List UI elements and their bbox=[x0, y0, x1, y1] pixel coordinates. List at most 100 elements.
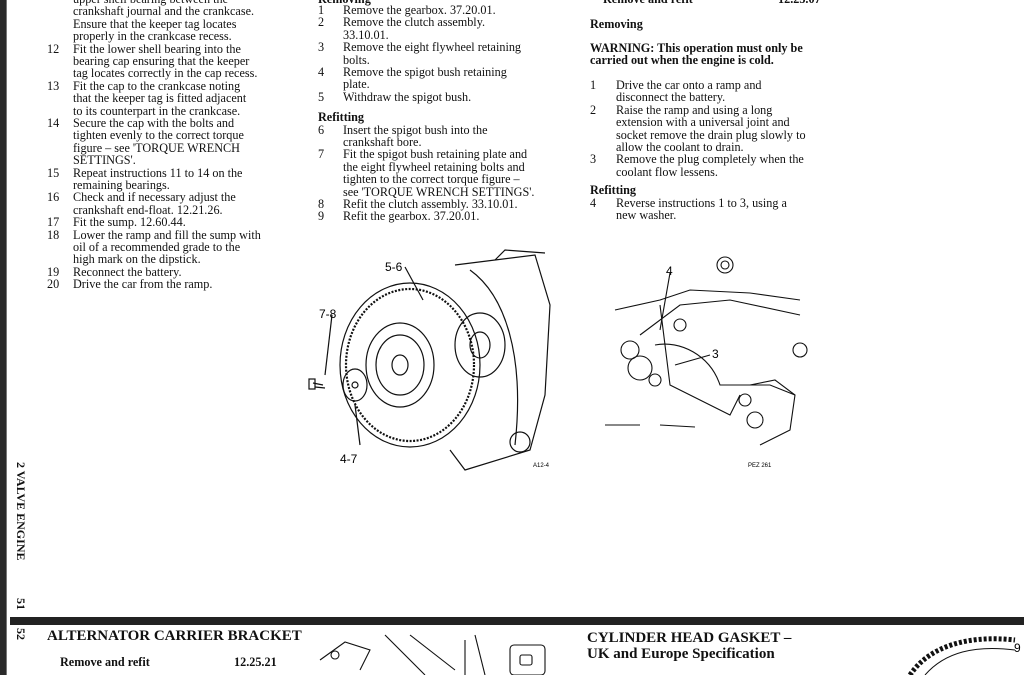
step-text: Raise the ramp and using a long bbox=[616, 102, 773, 117]
step-text: crankshaft bore. bbox=[343, 135, 422, 149]
gasket-figure-fragment: 9 bbox=[907, 636, 1021, 675]
figure-label-9: 9 bbox=[1014, 641, 1021, 655]
step-text: Remove the spigot bush retaining bbox=[343, 65, 507, 79]
step-number: 15 bbox=[47, 165, 60, 180]
step-number: 1 bbox=[318, 3, 325, 17]
step-text: Ensure that the keeper tag locates bbox=[73, 16, 237, 31]
cut-code: 12.25.07 bbox=[778, 0, 821, 5]
alternator-figure-fragment bbox=[319, 634, 546, 675]
refitting-heading: Refitting bbox=[318, 110, 365, 125]
warning-text: carried out when the engine is cold. bbox=[590, 53, 774, 68]
step-text: Lower the ramp and fill the sump with bbox=[73, 227, 261, 242]
step-number: 16 bbox=[47, 190, 60, 205]
drain-plug-figure: 4 3 PEZ 261 bbox=[605, 256, 808, 469]
step-text: tag locates correctly in the cap recess. bbox=[73, 66, 258, 81]
step-text: Insert the spigot bush into the bbox=[343, 122, 488, 137]
step-text: Drive the car onto a ramp and bbox=[616, 78, 762, 92]
step-text: bearing cap ensuring that the keeper bbox=[73, 54, 250, 68]
step-text: Remove the gearbox. 37.20.01. bbox=[343, 3, 496, 17]
step-number: 3 bbox=[318, 40, 325, 55]
step-text: Fit the cap to the crankcase noting bbox=[73, 78, 241, 93]
step-text: see 'TORQUE WRENCH SETTINGS'. bbox=[343, 184, 535, 199]
gasket-subtitle: UK and Europe Specification bbox=[587, 646, 775, 662]
figure-code: A12-4 bbox=[533, 463, 550, 469]
figure-label-7-8: 7-8 bbox=[319, 307, 337, 321]
step-text: plate. bbox=[343, 77, 370, 92]
removing-heading: Removing bbox=[590, 17, 643, 31]
step-number: 12 bbox=[47, 41, 60, 56]
step-text: socket remove the drain plug slowly to bbox=[616, 127, 806, 142]
figure-code: PEZ 261 bbox=[748, 463, 772, 469]
step-number: 3 bbox=[590, 152, 597, 167]
step-number: 14 bbox=[47, 116, 60, 130]
step-text: upper shell bearing between the bbox=[73, 0, 228, 5]
alternator-subtitle: Remove and refit bbox=[60, 655, 150, 669]
figure-label-3: 3 bbox=[712, 347, 719, 361]
step-number: 4 bbox=[318, 65, 325, 79]
step-number: 2 bbox=[590, 102, 597, 117]
step-number: 9 bbox=[318, 209, 325, 224]
step-text: figure – see 'TORQUE WRENCH bbox=[73, 140, 240, 155]
step-number: 6 bbox=[318, 122, 325, 137]
step-text: remaining bearings. bbox=[73, 178, 170, 192]
step-text: Remove the plug completely when the bbox=[616, 152, 804, 167]
step-text: tighten evenly to the correct torque bbox=[73, 128, 244, 143]
step-number: 17 bbox=[47, 215, 60, 230]
figure-label-4-7: 4-7 bbox=[340, 452, 358, 466]
step-number: 20 bbox=[47, 277, 60, 292]
step-text: 33.10.01. bbox=[343, 27, 389, 42]
step-text: Refit the clutch assembly. 33.10.01. bbox=[343, 197, 518, 211]
step-number: 7 bbox=[318, 147, 325, 162]
step-text: high mark on the dipstick. bbox=[73, 252, 201, 267]
step-number: 13 bbox=[47, 78, 60, 93]
step-text: tighten to the correct torque figure – bbox=[343, 172, 520, 187]
step-text: coolant flow lessens. bbox=[616, 164, 718, 179]
step-text: Check and if necessary adjust the bbox=[73, 190, 236, 205]
page-number-top: 51 bbox=[14, 598, 28, 610]
step-number: 1 bbox=[590, 78, 597, 92]
flywheel-figure: 5-6 7-8 4-7 A12-4 bbox=[308, 249, 551, 471]
page-divider bbox=[10, 617, 1024, 625]
refitting-heading: Refitting bbox=[590, 183, 637, 198]
cut-title: Remove and refit bbox=[603, 0, 693, 5]
step-text: new washer. bbox=[616, 208, 677, 222]
section-side-label: 2 VALVE ENGINE bbox=[14, 462, 28, 561]
alternator-code: 12.25.21 bbox=[234, 655, 277, 669]
step-text: disconnect the battery. bbox=[616, 90, 726, 105]
step-number: 18 bbox=[47, 227, 60, 242]
step-number: 2 bbox=[318, 15, 325, 30]
alternator-bracket-title: ALTERNATOR CARRIER BRACKET bbox=[47, 628, 302, 644]
step-text: crankshaft end-float. 12.21.26. bbox=[73, 202, 223, 217]
step-number: 8 bbox=[318, 197, 325, 211]
step-text: Reconnect the battery. bbox=[73, 264, 182, 279]
step-number: 5 bbox=[318, 89, 325, 104]
figure-label-5-6: 5-6 bbox=[385, 260, 403, 274]
step-text: Fit the sump. 12.60.44. bbox=[73, 215, 186, 230]
step-text: oil of a recommended grade to the bbox=[73, 240, 241, 254]
step-text: Fit the spigot bush retaining plate and bbox=[343, 147, 528, 162]
step-text: Remove the clutch assembly. bbox=[343, 15, 486, 30]
step-text: crankshaft journal and the crankcase. bbox=[73, 4, 255, 19]
removing-heading: Removing bbox=[318, 0, 371, 5]
step-text: the eight flywheel retaining bolts and bbox=[343, 159, 525, 174]
step-text: SETTINGS'. bbox=[73, 153, 136, 168]
step-text: bolts. bbox=[343, 52, 370, 67]
page-binding-shadow bbox=[6, 0, 7, 675]
warning-text: WARNING: This operation must only be bbox=[590, 41, 803, 55]
page-number-bottom: 52 bbox=[14, 628, 28, 640]
step-number: 4 bbox=[590, 195, 597, 210]
step-text: Secure the cap with the bolts and bbox=[73, 116, 235, 130]
step-text: properly in the crankcase recess. bbox=[73, 29, 232, 44]
step-number: 19 bbox=[47, 264, 60, 279]
figure-label-4: 4 bbox=[666, 264, 673, 278]
step-text: that the keeper tag is fitted adjacent bbox=[73, 91, 247, 106]
step-text: Reverse instructions 1 to 3, using a bbox=[616, 195, 787, 210]
step-text: allow the coolant to drain. bbox=[616, 140, 744, 154]
step-text: Remove the eight flywheel retaining bbox=[343, 40, 522, 55]
page-binding-edge bbox=[0, 0, 6, 675]
step-text: Drive the car from the ramp. bbox=[73, 277, 213, 292]
step-text: Fit the lower shell bearing into the bbox=[73, 41, 241, 56]
step-text: to its counterpart in the crankcase. bbox=[73, 103, 241, 118]
step-text: Repeat instructions 11 to 14 on the bbox=[73, 165, 243, 180]
gasket-title: CYLINDER HEAD GASKET – bbox=[587, 630, 792, 646]
